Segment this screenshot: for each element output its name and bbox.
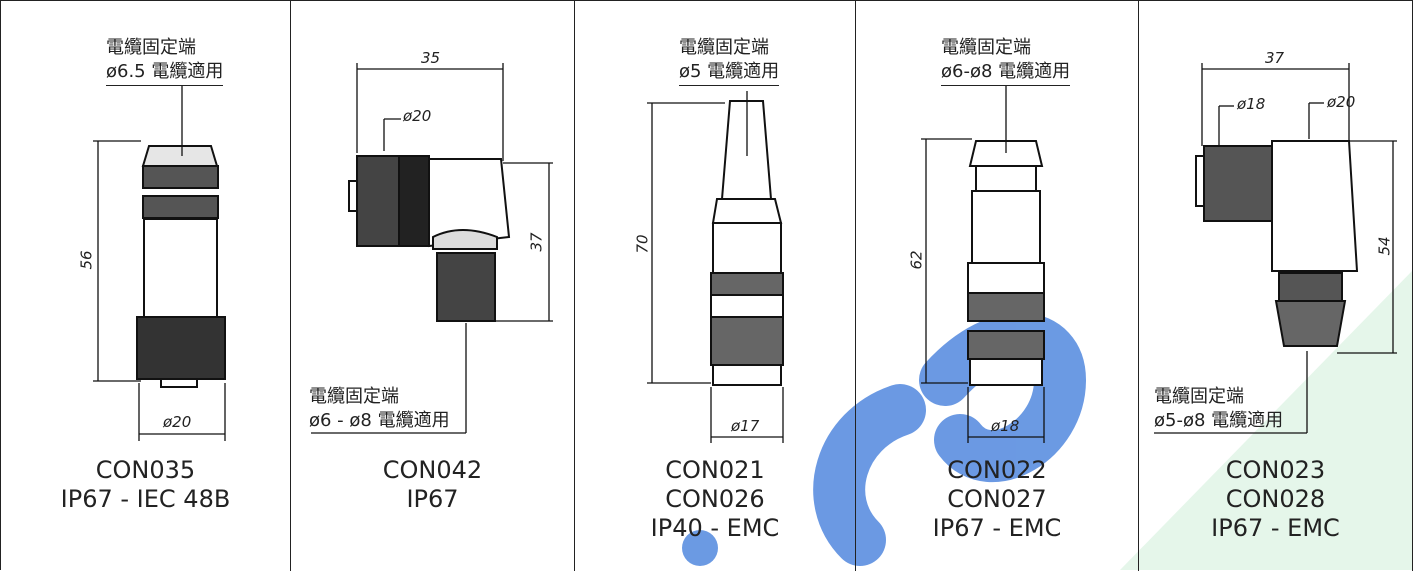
panel-con021: 電纜固定端 ø5 電纜適用 70 ø17 CON021 CON026 IP40 … [575, 1, 856, 571]
con023-cable-knurl [1278, 272, 1343, 302]
con021-knurl-lower [710, 316, 784, 366]
con022-cap [968, 140, 1044, 167]
con035-width-dim: ø20 [163, 413, 192, 431]
con023-caption: CON023 CON028 IP67 - EMC [1139, 456, 1412, 543]
caption-line: IP67 - IEC 48B [60, 485, 231, 513]
con022-width-dim: ø18 [991, 417, 1020, 435]
caption-line: CON023 [1225, 456, 1326, 484]
con022-caption: CON022 CON027 IP67 - EMC [856, 456, 1138, 543]
con022-neck [975, 165, 1037, 192]
con022-height-dim: 62 [907, 250, 926, 270]
caption-line: CON028 [1225, 485, 1326, 513]
con035-tip [160, 378, 198, 388]
panel-con042: 35 ø20 37 電纜固定端 ø6 - ø8 電纜適用 CON042 IP67 [291, 1, 575, 571]
caption-line: CON021 [665, 456, 765, 484]
con022-cable-label: 電纜固定端 ø6-ø8 電纜適用 [941, 36, 1071, 86]
watermark-dot [682, 530, 718, 566]
cable-label-spec: ø5 電纜適用 [679, 60, 780, 86]
cable-label-title: 電纜固定端 [679, 37, 769, 58]
con022-band [967, 262, 1045, 294]
con023-body [1271, 140, 1359, 272]
watermark-accent-shape [1120, 270, 1413, 570]
cable-label-spec: ø6-ø8 電纜適用 [941, 60, 1071, 86]
con042-diameter-dim: ø20 [403, 107, 432, 125]
con042-body [428, 158, 511, 248]
con042-grip [398, 155, 430, 247]
caption-line: IP40 - EMC [650, 514, 780, 542]
con021-band [710, 294, 784, 318]
con042-height-dim: 37 [527, 232, 546, 252]
con022-knurl-upper [967, 292, 1045, 322]
caption-line: CON026 [665, 485, 765, 513]
con042-side-tab [348, 180, 358, 212]
caption-line: IP67 - EMC [1211, 514, 1340, 542]
con021-tip [712, 364, 782, 386]
con035-drawing [93, 86, 226, 441]
con035-cable-label: 電纜固定端 ø6.5 電纜適用 [106, 36, 224, 86]
con035-body [143, 218, 218, 318]
con035-cap [141, 145, 219, 167]
con023-diameter-a-dim: ø18 [1237, 95, 1266, 113]
con022-body [971, 190, 1041, 264]
con042-knurl-nut [356, 155, 400, 247]
caption-line: CON022 [947, 456, 1047, 484]
con035-knurl-upper [142, 165, 219, 189]
cable-label-spec: ø5-ø8 電纜適用 [1154, 410, 1284, 431]
cable-label-title: 電纜固定端 [1154, 386, 1244, 407]
con035-height-dim: 56 [77, 250, 96, 270]
con023-diameter-b-dim: ø20 [1327, 93, 1356, 111]
con042-drawing [311, 63, 553, 434]
caption-line: CON027 [947, 485, 1047, 513]
caption-line: CON035 [95, 456, 196, 484]
panel-con035: 電纜固定端 ø6.5 電纜適用 56 ø20 CON035 IP67 - IEC… [1, 1, 291, 571]
con023-knurl-nut [1203, 145, 1273, 222]
caption-line: IP67 - EMC [932, 514, 1062, 542]
caption-line: CON042 [382, 456, 483, 484]
con022-drawing [921, 86, 1045, 443]
con021-body [712, 222, 782, 274]
con022-knurl-lower [967, 330, 1045, 360]
con042-length-dim: 35 [421, 49, 441, 67]
con021-knurl-upper [710, 272, 784, 296]
con023-length-dim: 37 [1265, 49, 1285, 67]
con021-width-dim: ø17 [731, 417, 760, 435]
cable-label-title: 電纜固定端 [941, 37, 1031, 58]
caption-line: IP67 [406, 485, 459, 513]
con021-height-dim: 70 [633, 234, 652, 254]
con042-elbow-cap [432, 229, 498, 250]
con042-cable-nut [436, 252, 496, 322]
con035-knurl-lower [142, 195, 219, 219]
con023-drawing [1154, 63, 1397, 434]
watermark-c-stroke [813, 384, 926, 566]
con021-cable-label: 電纜固定端 ø5 電纜適用 [679, 36, 780, 86]
con021-cone [711, 198, 783, 224]
con035-nut [136, 316, 226, 380]
con035-caption: CON035 IP67 - IEC 48B [1, 456, 290, 514]
con023-height-dim: 54 [1375, 236, 1394, 256]
cable-label-spec: ø6 - ø8 電纜適用 [309, 410, 450, 431]
panel-con022: 電纜固定端 ø6-ø8 電纜適用 62 ø18 CON022 CON027 IP… [856, 1, 1139, 571]
con021-drawing [647, 91, 784, 443]
cable-label-title: 電纜固定端 [106, 37, 196, 58]
con042-cable-label: 電纜固定端 ø6 - ø8 電纜適用 [309, 385, 450, 433]
cable-label-title: 電纜固定端 [309, 386, 399, 407]
con022-tip [969, 358, 1043, 386]
con023-side-tab [1195, 155, 1205, 207]
panel-con023: 37 ø18 ø20 54 電纜固定端 ø5-ø8 電纜適用 CON023 CO… [1139, 1, 1413, 571]
con023-taper [1274, 300, 1347, 347]
cable-label-spec: ø6.5 電纜適用 [106, 60, 224, 86]
con042-caption: CON042 IP67 [291, 456, 574, 514]
con023-cable-label: 電纜固定端 ø5-ø8 電纜適用 [1154, 385, 1283, 433]
con021-caption: CON021 CON026 IP40 - EMC [575, 456, 855, 543]
